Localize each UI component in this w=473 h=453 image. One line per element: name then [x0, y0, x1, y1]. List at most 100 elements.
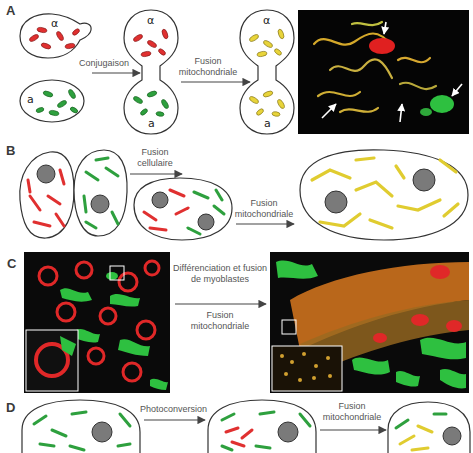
micrograph — [26, 330, 78, 391]
panel-letter: B — [6, 143, 15, 159]
mitochondrion-green — [222, 414, 234, 420]
mammalian-cell — [300, 150, 468, 240]
mitochondrion-green — [396, 420, 408, 428]
micrograph — [24, 252, 170, 393]
mitochondrion-yellow — [272, 111, 281, 117]
mitochondrion-yellow — [396, 166, 404, 178]
micrograph — [284, 372, 288, 376]
arrow-label: Différenciation et fusion de myoblastes — [173, 263, 267, 285]
mitochondrion-yellow — [418, 426, 432, 432]
mitochondrion-green — [222, 446, 232, 450]
mitochondrion-yellow — [276, 98, 285, 109]
mating-type: α — [263, 14, 270, 27]
arrow-label: Photoconversion — [140, 404, 207, 415]
mitochondrion-green — [132, 95, 143, 104]
mitochondrion-yellow — [257, 51, 268, 57]
mitochondrion-red — [72, 28, 81, 37]
micrograph — [60, 288, 92, 301]
mitochondrion-green — [72, 412, 86, 414]
process-arrow — [236, 223, 294, 224]
mitochondrion-red — [55, 30, 64, 41]
mitochondrion-green — [70, 446, 84, 450]
mitochondrion-red — [37, 27, 48, 33]
mitochondrion-green — [146, 90, 157, 98]
micrograph — [298, 10, 469, 134]
mitochondrion-red — [170, 190, 184, 196]
micrograph — [100, 308, 116, 324]
mitochondrion-green — [216, 190, 222, 200]
process-arrow — [175, 303, 266, 304]
mitochondrion-yellow — [356, 158, 374, 160]
micrograph — [123, 363, 141, 381]
micrograph — [326, 356, 330, 360]
arrow-label: Fusion mitochondriale — [232, 198, 296, 220]
nucleus — [37, 165, 55, 183]
arrow-label: Fusion cellulaire — [129, 147, 181, 169]
mitochondrion-yellow — [256, 108, 265, 117]
mitochondrion-yellow — [444, 204, 458, 216]
micrograph — [76, 262, 92, 278]
mating-type: α — [51, 17, 58, 30]
mitochondrion-red — [144, 212, 156, 220]
mitochondrion-red — [60, 170, 64, 184]
process-arrow — [92, 72, 140, 73]
mitochondrion-green — [106, 168, 118, 176]
mating-type: a — [264, 117, 271, 130]
micrograph — [452, 84, 462, 96]
mitochondrion-red — [48, 196, 60, 204]
yeast-cell — [20, 14, 91, 58]
nucleus — [278, 422, 298, 442]
mitochondrion-red — [232, 442, 244, 446]
micrograph — [39, 267, 57, 285]
nucleus — [413, 169, 435, 191]
micrograph — [145, 261, 159, 275]
micrograph — [106, 272, 118, 280]
micrograph — [24, 252, 170, 393]
mitochondrion-yellow — [370, 220, 392, 228]
micrograph — [137, 321, 155, 339]
micrograph — [322, 104, 336, 118]
mitochondrion-green — [214, 206, 224, 214]
micrograph — [270, 252, 469, 393]
micrograph — [270, 252, 469, 393]
mitochondrion-red — [141, 51, 152, 57]
panel-letter: D — [6, 400, 15, 416]
process-arrow — [181, 81, 250, 82]
mitochondrion-yellow — [400, 436, 414, 444]
mitochondrion-red — [132, 33, 143, 42]
micrograph — [446, 320, 462, 332]
micrograph — [322, 22, 462, 122]
mitochondrion-red — [226, 428, 238, 432]
micrograph — [282, 320, 296, 334]
micrograph — [384, 22, 386, 34]
mitochondrion-yellow — [356, 182, 392, 196]
micrograph — [314, 364, 318, 368]
mitochondrion-red — [40, 42, 51, 50]
micrograph — [400, 83, 436, 89]
mitochondrion-green — [300, 414, 310, 426]
mitochondrion-red — [28, 170, 188, 230]
micrograph — [373, 333, 387, 343]
micrograph — [110, 294, 140, 307]
mitochondrion-green — [188, 228, 200, 234]
mitochondrion-yellow — [248, 33, 259, 42]
mitochondrion-red — [30, 196, 40, 210]
mitochondrion-green — [118, 444, 130, 446]
mitochondrion-green — [42, 90, 53, 98]
micrograph — [312, 376, 316, 380]
micrograph — [420, 338, 466, 360]
micrograph — [400, 104, 402, 122]
mitochondrion-red — [34, 222, 50, 226]
yeast-cell — [124, 10, 178, 134]
mitochondrion-green — [140, 108, 149, 117]
micrograph — [318, 92, 360, 96]
mating-type: a — [27, 93, 34, 106]
mitochondrion-green — [86, 172, 98, 180]
panel-letter: C — [7, 256, 16, 272]
micrograph — [110, 266, 124, 280]
micrograph — [280, 354, 284, 358]
mitochondrion-yellow — [262, 90, 273, 98]
mitochondrion-red — [242, 430, 252, 438]
nucleus — [325, 191, 347, 213]
mitochondrion-yellow — [248, 28, 285, 116]
